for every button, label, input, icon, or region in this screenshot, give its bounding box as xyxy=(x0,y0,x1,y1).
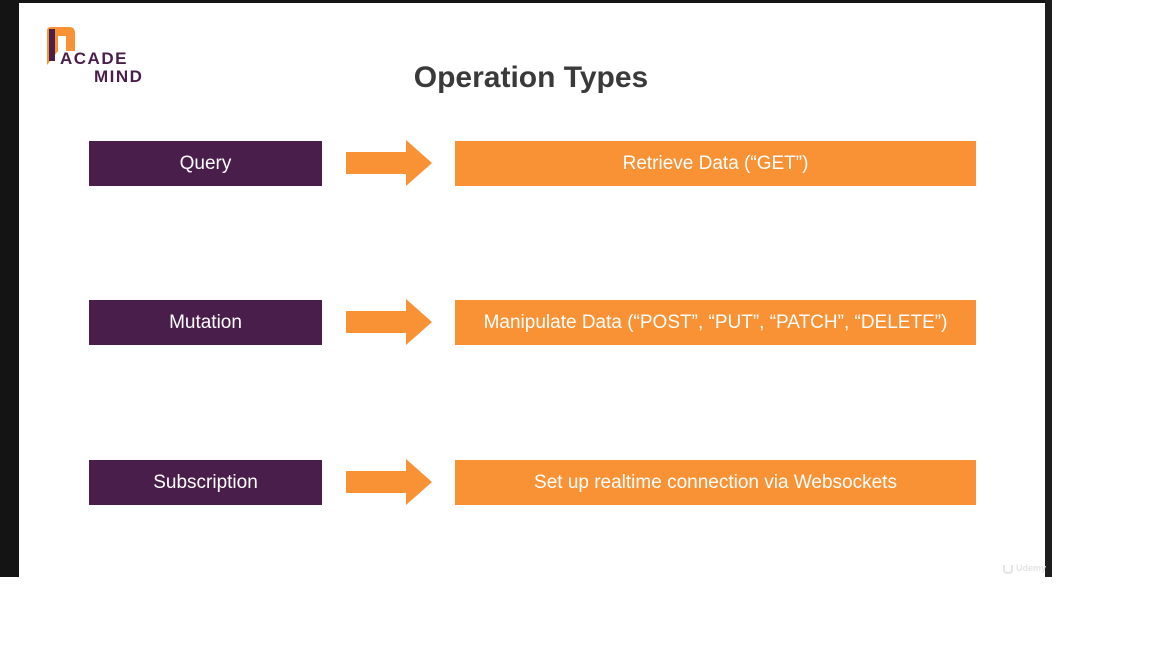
right-arrow-icon xyxy=(346,459,432,505)
operation-type-subscription: Subscription xyxy=(89,460,322,505)
operation-description-subscription: Set up realtime connection via Websocket… xyxy=(455,460,976,505)
logo-text-bottom: MIND xyxy=(94,67,144,86)
operation-type-mutation: Mutation xyxy=(89,300,322,345)
video-frame-edge xyxy=(1045,0,1052,577)
slide-title: Operation Types xyxy=(413,61,649,94)
operation-description-mutation: Manipulate Data (“POST”, “PUT”, “PATCH”,… xyxy=(455,300,976,345)
academind-flag-icon xyxy=(47,27,75,65)
operation-type-query: Query xyxy=(89,141,322,186)
udemy-logo-icon xyxy=(1002,565,1013,574)
operation-description-query: Retrieve Data (“GET”) xyxy=(455,141,976,186)
udemy-watermark: Udemy xyxy=(1002,560,1046,576)
watermark-text: Udemy xyxy=(1015,563,1046,573)
logo-text-top: ACADE xyxy=(60,49,128,68)
right-arrow-icon xyxy=(346,140,432,186)
right-arrow-icon xyxy=(346,299,432,345)
academind-logo: ACADE MIND xyxy=(47,27,157,87)
